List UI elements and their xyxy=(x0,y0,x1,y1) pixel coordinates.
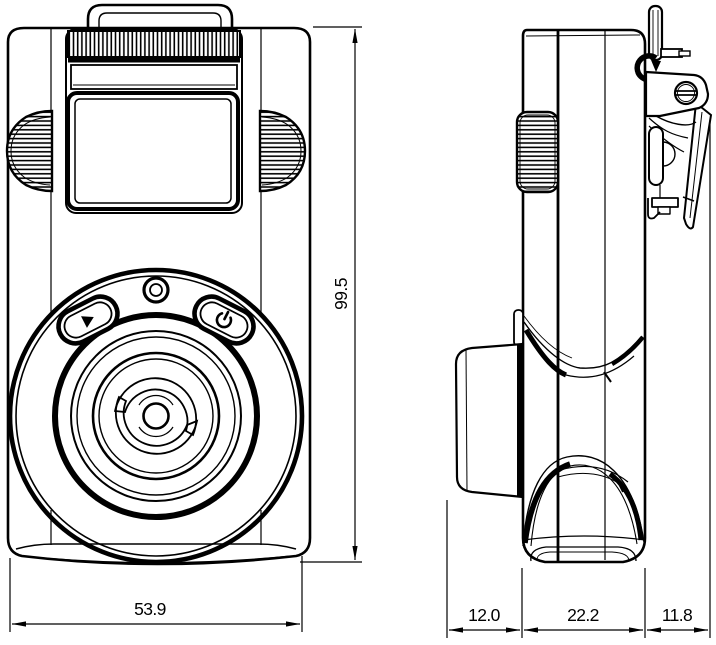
play-icon xyxy=(81,316,94,328)
dim-body-depth-label: 22.2 xyxy=(567,605,599,625)
display-screen xyxy=(66,91,240,211)
ribbed-vent xyxy=(67,30,241,63)
dim-front-height: 99.5 xyxy=(300,26,362,563)
side-button[interactable] xyxy=(513,309,524,347)
dim-front-width: 53.9 xyxy=(9,556,303,632)
dim-lens-depth-label: 12.0 xyxy=(468,605,501,625)
front-strip xyxy=(70,64,238,90)
side-view xyxy=(454,4,713,564)
lower-sculpt-curves xyxy=(522,455,645,547)
power-icon xyxy=(215,310,233,329)
camera-lens xyxy=(7,267,305,565)
bracket-arm xyxy=(682,101,713,230)
dim-side-depths: 12.0 22.2 11.8 xyxy=(446,120,711,638)
top-edge-line xyxy=(525,34,641,37)
dim-height-label: 99.5 xyxy=(331,278,351,310)
lens-barrel xyxy=(454,342,525,499)
base-contour-line xyxy=(15,543,297,550)
dim-bracket-depth-label: 11.8 xyxy=(662,605,692,625)
side-grip-knob xyxy=(515,110,560,194)
upper-sculpt-curves xyxy=(523,315,645,383)
side-body xyxy=(521,28,647,564)
bracket-pin xyxy=(647,4,691,72)
dimensions: 53.9 99.5 12.0 22.2 11.8 xyxy=(9,26,711,638)
side-grip-left xyxy=(5,109,54,193)
bracket-clip xyxy=(644,70,710,220)
power-button[interactable] xyxy=(189,291,260,349)
play-button[interactable] xyxy=(53,291,124,349)
led-indicator xyxy=(142,276,170,304)
base-cap xyxy=(522,535,646,562)
screw-head-icon xyxy=(673,80,699,106)
swirl-logo-icon xyxy=(113,377,199,455)
mounting-handle xyxy=(86,3,234,40)
dim-width-label: 53.9 xyxy=(134,599,166,619)
front-view xyxy=(5,3,312,566)
